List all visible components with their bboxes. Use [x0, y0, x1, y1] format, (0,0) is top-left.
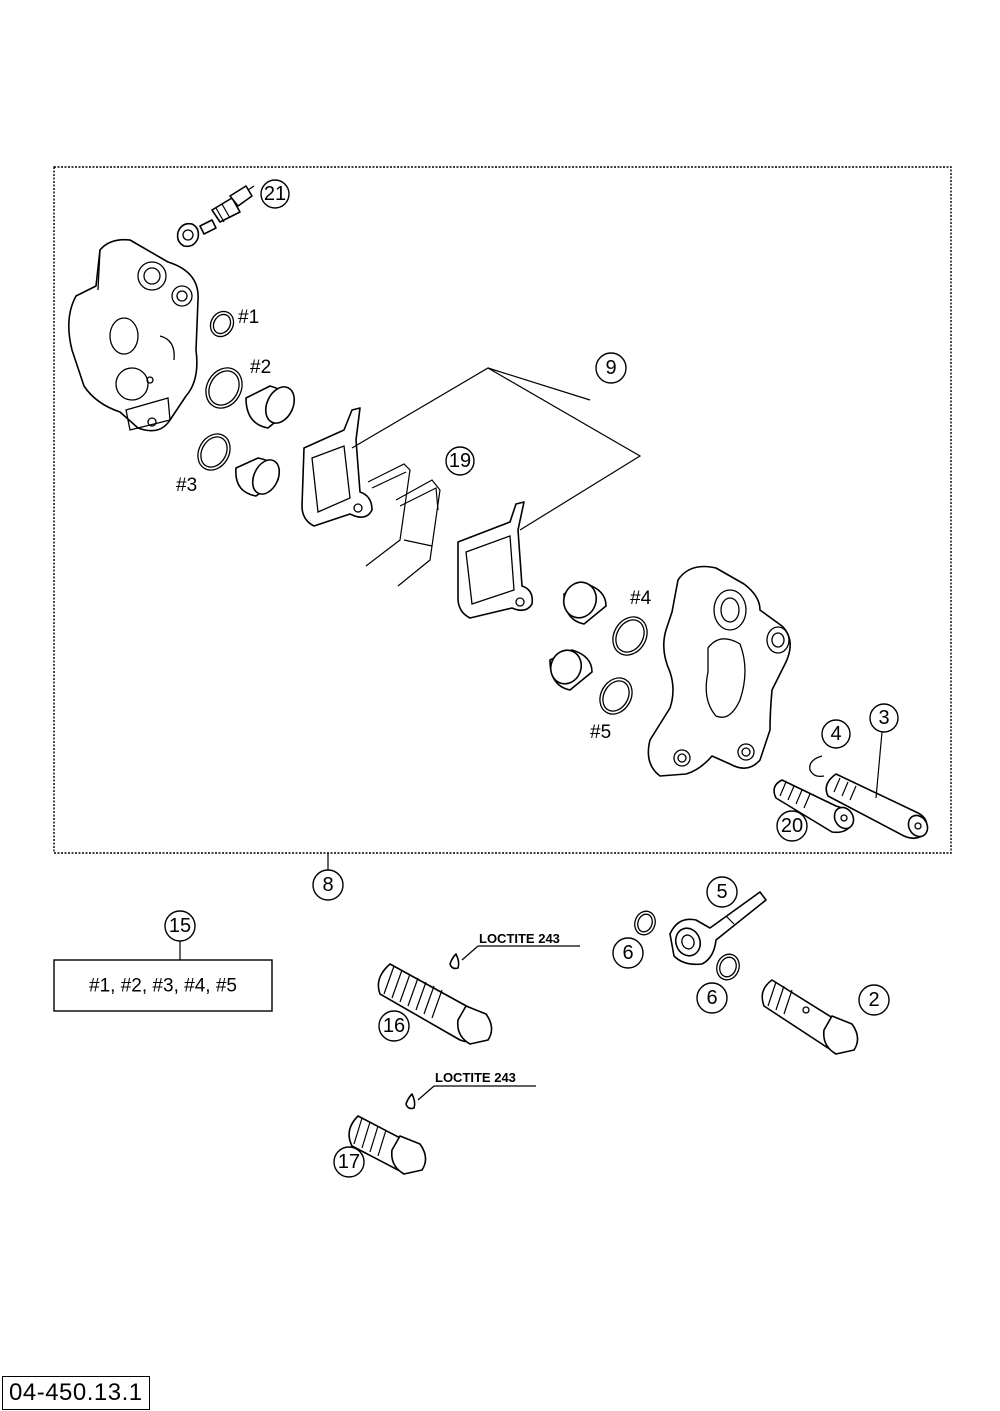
loctite-label-16: LOCTITE 243 — [479, 931, 560, 946]
brake-pad-left — [301, 407, 373, 527]
loctite-drop-17 — [405, 1093, 416, 1110]
seal-label-3: #3 — [176, 475, 197, 496]
banjo-bolt — [761, 979, 859, 1055]
loctite-label-17: LOCTITE 243 — [435, 1070, 516, 1085]
caliper-assembly-frame — [53, 166, 952, 854]
callout-6-lower: 6 — [696, 982, 728, 1014]
callout-6-upper-label: 6 — [622, 942, 633, 964]
sealing-washer-upper — [634, 910, 656, 936]
callout-3: 3 — [869, 703, 899, 733]
callout-5: 5 — [706, 876, 738, 908]
seal-label-4: #4 — [630, 588, 652, 609]
seal-kit-box: #1, #2, #3, #4, #5 — [53, 959, 273, 1012]
pad-retaining-pin — [825, 773, 929, 840]
caliper-bolt — [773, 779, 855, 834]
callout-6-lower-label: 6 — [706, 987, 717, 1009]
seal-label-2: #2 — [250, 357, 271, 378]
piston-upper-left — [245, 385, 296, 429]
bleeder-screw — [176, 185, 255, 248]
loctite-leader-16 — [461, 945, 479, 961]
seal-5 — [599, 677, 633, 715]
callout-3-label: 3 — [878, 707, 889, 729]
callout-9: 9 — [595, 352, 627, 384]
pad-spring — [365, 463, 441, 587]
mounting-bolt-16 — [377, 963, 493, 1045]
loctite-drop-16 — [449, 953, 460, 970]
circlip — [809, 755, 825, 778]
callout-17-label: 17 — [338, 1151, 360, 1173]
mounting-bolt-17 — [348, 1115, 427, 1175]
callout-5-label: 5 — [716, 881, 727, 903]
sealing-washer-lower — [716, 953, 740, 981]
callout-17: 17 — [333, 1146, 365, 1178]
callout-15: 15 — [164, 910, 196, 942]
caliper-half-right — [647, 565, 791, 777]
callout-21: 21 — [260, 179, 290, 209]
caliper-half-left — [68, 238, 199, 432]
seal-3 — [197, 433, 231, 471]
callout-16: 16 — [378, 1010, 410, 1042]
callout-6-upper: 6 — [612, 937, 644, 969]
brake-pad-right — [457, 501, 534, 619]
callout-19-label: 19 — [449, 450, 471, 472]
piston-lower-left — [235, 457, 281, 497]
seal-label-5: #5 — [590, 722, 611, 743]
seal-1 — [209, 310, 235, 338]
callout-19: 19 — [445, 446, 475, 476]
callout-4-label: 4 — [830, 723, 841, 745]
seal-2 — [205, 367, 243, 409]
brake-line-banjo — [669, 891, 767, 966]
callout-8-label: 8 — [322, 874, 333, 896]
pad-set-leader — [351, 367, 642, 531]
loctite-leader-17 — [417, 1085, 435, 1101]
callout-9-label: 9 — [605, 357, 616, 379]
callout-16-label: 16 — [383, 1015, 405, 1037]
seal-4 — [612, 616, 648, 656]
piston-upper-right — [562, 581, 607, 625]
callout-4: 4 — [821, 719, 851, 749]
callout-8: 8 — [312, 869, 344, 901]
document-id: 04-450.13.1 — [2, 1376, 150, 1410]
callout-20-label: 20 — [781, 815, 803, 837]
callout-2: 2 — [858, 984, 890, 1016]
leader-3 — [875, 731, 883, 799]
seal-kit-contents: #1, #2, #3, #4, #5 — [89, 976, 237, 997]
callout-15-label: 15 — [169, 915, 191, 937]
callout-20: 20 — [776, 810, 808, 842]
callout-2-label: 2 — [868, 989, 879, 1011]
piston-lower-right — [549, 649, 593, 691]
seal-label-1: #1 — [238, 307, 259, 328]
callout-21-label: 21 — [264, 183, 286, 205]
